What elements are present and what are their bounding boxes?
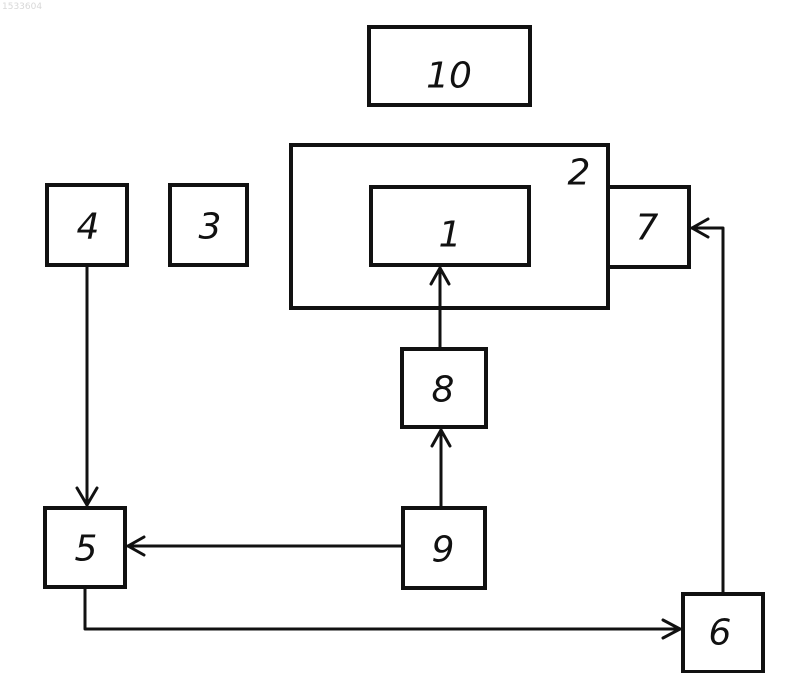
arrow-6-to-7: [692, 219, 723, 594]
block-5-label: 5: [75, 529, 98, 570]
block-6: 6: [683, 594, 763, 672]
block-6-label: 6: [709, 613, 732, 654]
block-8: 8: [402, 349, 486, 427]
block-4: 4: [47, 185, 127, 265]
wire-5-to-6: [85, 587, 680, 629]
block-10-label: 10: [426, 56, 472, 97]
block-3-label: 3: [199, 207, 222, 248]
block-9-label: 9: [432, 530, 455, 571]
block-8-label: 8: [432, 370, 455, 411]
document-id: 1533604: [2, 2, 42, 12]
block-3: 3: [170, 185, 247, 265]
arrow-4-to-5: [77, 265, 97, 505]
block-10: 10: [369, 27, 530, 105]
arrow-9-to-8: [432, 430, 450, 508]
arrow-5-to-6: [85, 587, 680, 638]
block-1-label: 1: [439, 215, 462, 256]
wire-6-to-7: [692, 228, 723, 594]
arrow-9-to-5: [128, 537, 403, 555]
block-2-label: 2: [568, 153, 591, 194]
block-5: 5: [45, 508, 125, 587]
block-7: 7: [608, 187, 689, 267]
block-1: 1: [371, 187, 529, 265]
block-7-label: 7: [636, 208, 659, 249]
block-9: 9: [403, 508, 485, 588]
block-4-label: 4: [77, 207, 100, 248]
